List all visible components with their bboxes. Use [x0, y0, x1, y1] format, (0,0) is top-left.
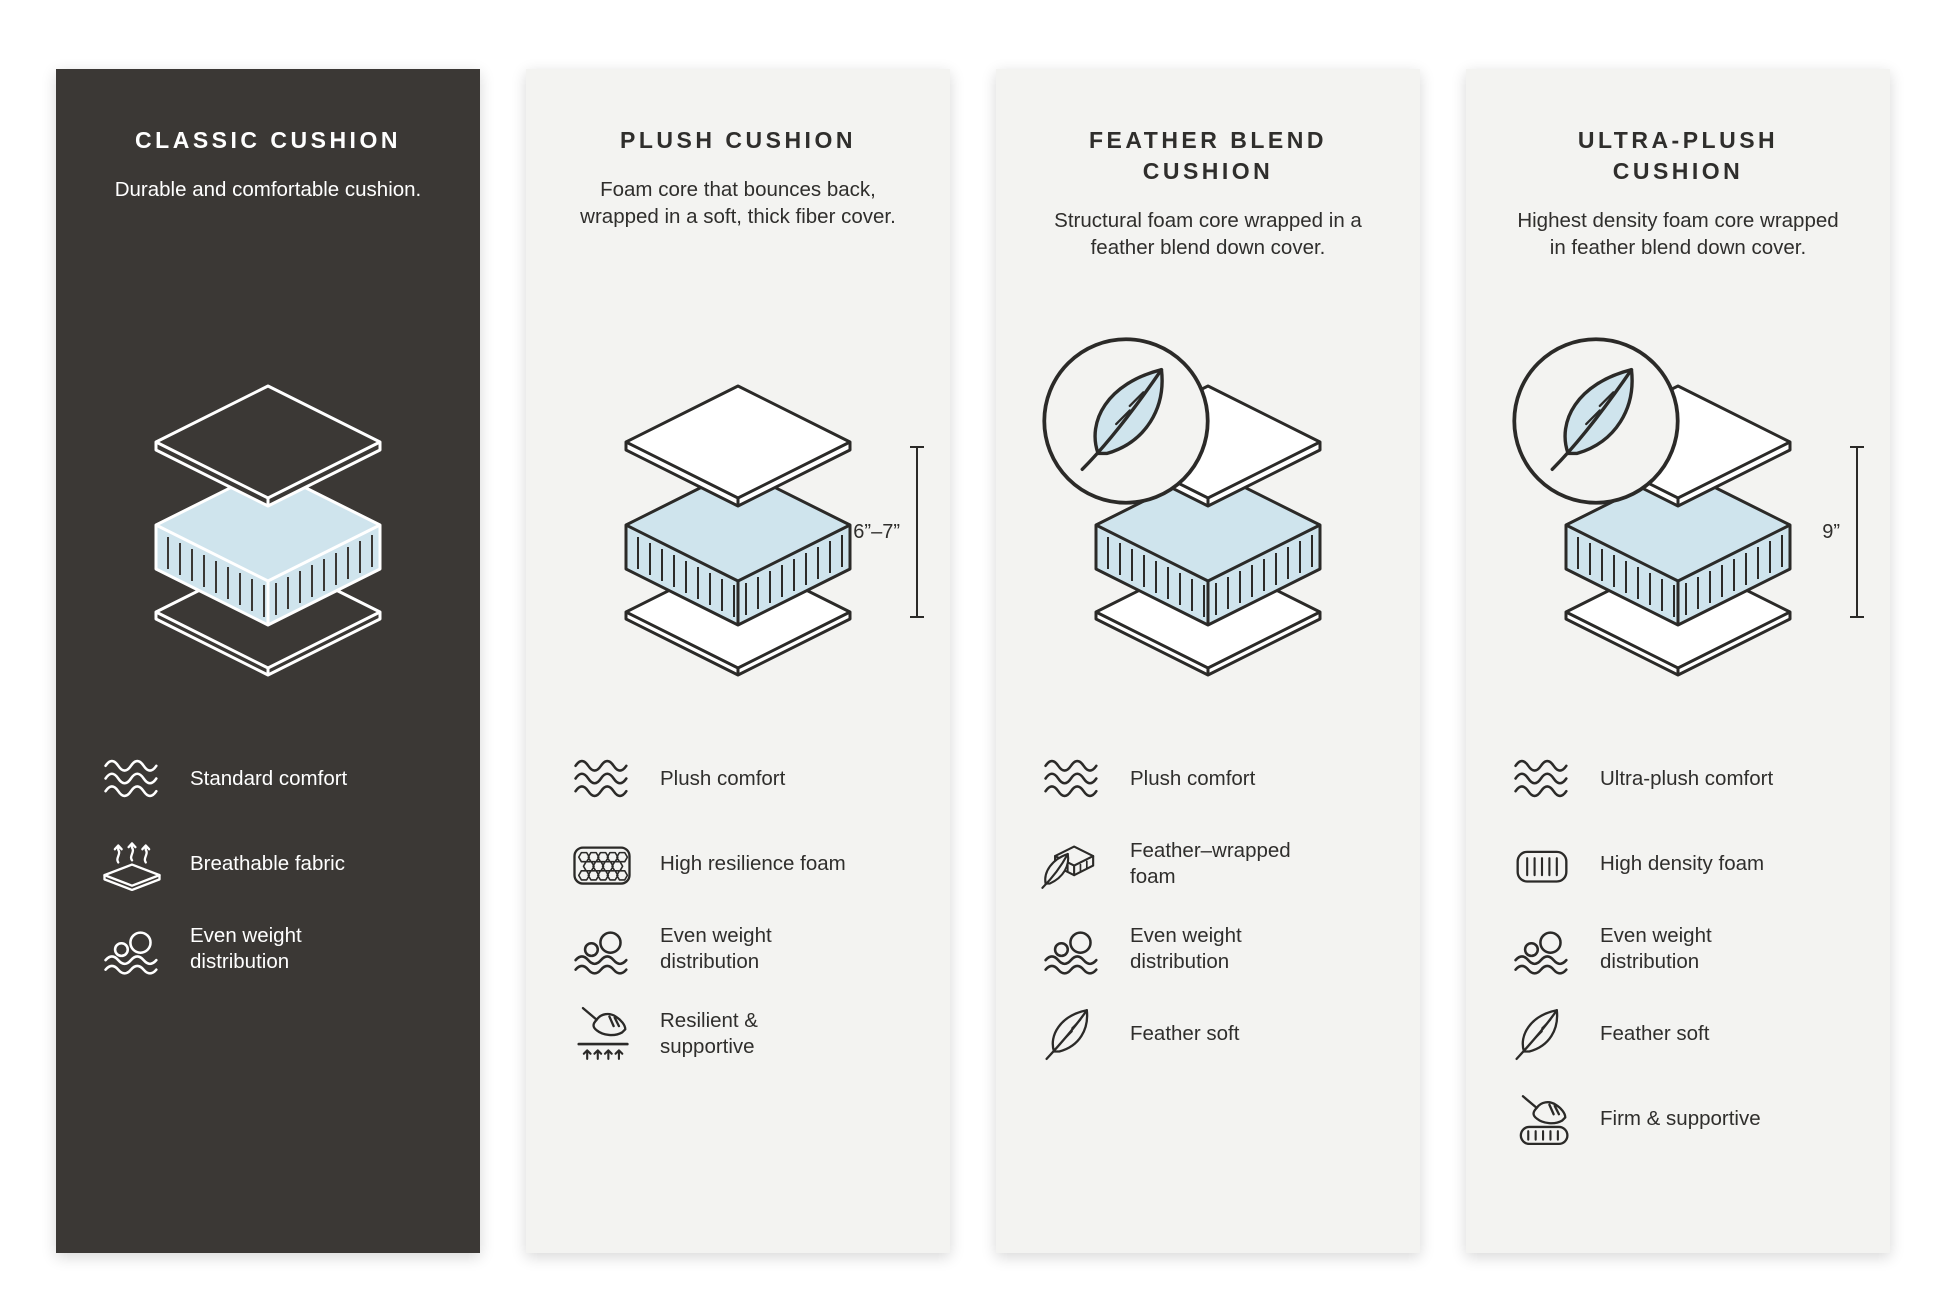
cushion-diagram	[1040, 337, 1376, 721]
panel-header: ULTRA-PLUSH CUSHION Highest density foam…	[1510, 125, 1846, 321]
measurement-label: 6”–7”	[853, 520, 900, 543]
panel-ultra-plush-cushion: ULTRA-PLUSH CUSHION Highest density foam…	[1466, 69, 1890, 1253]
firm-supportive-icon	[1510, 1091, 1574, 1146]
feature-label: Breathable fabric	[190, 851, 345, 875]
feature-label: Standard comfort	[190, 766, 348, 790]
feature-row: Firm & supportive	[1510, 1091, 1846, 1146]
even-weight-icon	[570, 921, 634, 976]
panel-plush-cushion: PLUSH CUSHION Foam core that bounces bac…	[526, 69, 950, 1253]
feature-label: Resilient & supportive	[660, 1008, 758, 1058]
measurement-indicator: 6”–7”	[853, 446, 924, 618]
even-weight-icon	[100, 921, 164, 976]
feature-label: Even weight distribution	[190, 923, 302, 973]
feature-label: Ultra-plush comfort	[1600, 766, 1774, 790]
cushion-diagram: 9”	[1510, 337, 1864, 721]
feature-label: High resilience foam	[660, 851, 846, 875]
feature-row: Breathable fabric	[100, 836, 436, 891]
panel-description: Foam core that bounces back, wrapped in …	[580, 178, 896, 229]
feature-row: Even weight distribution	[100, 921, 436, 976]
panel-classic-cushion: CLASSIC CUSHION Durable and comfortable …	[56, 69, 480, 1253]
feature-list: Ultra-plush comfort High density foam Ev…	[1510, 751, 1846, 1146]
panel-title: CLASSIC CUSHION	[135, 127, 401, 153]
feather-badge-icon	[1508, 333, 1684, 509]
feature-list: Standard comfort Breathable fabric Even …	[100, 751, 436, 976]
feature-label: Even weight distribution	[660, 923, 772, 973]
panel-header: FEATHER BLEND CUSHION Structural foam co…	[1040, 125, 1376, 321]
panel-title: PLUSH CUSHION	[620, 127, 856, 153]
waves-icon	[1040, 751, 1104, 806]
panel-description: Structural foam core wrapped in a feathe…	[1054, 209, 1362, 260]
feature-row: High density foam	[1510, 836, 1846, 891]
feature-label: Firm & supportive	[1600, 1106, 1761, 1130]
panel-title: FEATHER BLEND CUSHION	[1088, 127, 1327, 185]
feature-row: Even weight distribution	[1040, 921, 1376, 976]
waves-icon	[100, 751, 164, 806]
measurement-line	[910, 446, 924, 618]
feature-row: Feather soft	[1510, 1006, 1846, 1061]
breathable-fabric-icon	[100, 836, 164, 891]
feature-row: Plush comfort	[1040, 751, 1376, 806]
feature-row: Even weight distribution	[570, 921, 906, 976]
panel-title: ULTRA-PLUSH CUSHION	[1577, 127, 1779, 185]
feature-row: Resilient & supportive	[570, 1006, 906, 1061]
panel-description: Highest density foam core wrapped in fea…	[1517, 209, 1839, 260]
feature-list: Plush comfort High resilience foam Even …	[570, 751, 906, 1061]
waves-icon	[1510, 751, 1574, 806]
panel-header: CLASSIC CUSHION Durable and comfortable …	[100, 125, 436, 321]
feature-row: Ultra-plush comfort	[1510, 751, 1846, 806]
feature-row: Feather soft	[1040, 1006, 1376, 1061]
feature-label: Feather–wrapped foam	[1130, 838, 1291, 888]
feather-icon	[1510, 1006, 1574, 1061]
feature-row: Feather–wrapped foam	[1040, 836, 1376, 891]
feather-icon	[1040, 1006, 1104, 1061]
cushion-layers-illustration	[626, 386, 850, 675]
feather-badge-icon	[1038, 333, 1214, 509]
cushion-diagram	[100, 351, 436, 721]
cushion-diagram: 6”–7”	[570, 351, 924, 721]
cushion-layers-illustration	[156, 386, 380, 675]
resilient-supportive-icon	[570, 1006, 634, 1061]
feature-row: Plush comfort	[570, 751, 906, 806]
feature-row: Even weight distribution	[1510, 921, 1846, 976]
feature-label: Plush comfort	[1130, 766, 1256, 790]
feature-row: High resilience foam	[570, 836, 906, 891]
feature-label: Feather soft	[1130, 1021, 1240, 1045]
measurement-indicator: 9”	[1822, 446, 1864, 618]
feature-row: Standard comfort	[100, 751, 436, 806]
feature-label: High density foam	[1600, 851, 1765, 875]
feature-label: Feather soft	[1600, 1021, 1710, 1045]
high-density-foam-icon	[1510, 836, 1574, 891]
waves-icon	[570, 751, 634, 806]
panel-description: Durable and comfortable cushion.	[114, 178, 422, 202]
feature-label: Plush comfort	[660, 766, 786, 790]
feature-label: Even weight distribution	[1130, 923, 1242, 973]
even-weight-icon	[1040, 921, 1104, 976]
measurement-label: 9”	[1822, 520, 1840, 543]
measurement-line	[1850, 446, 1864, 618]
panel-header: PLUSH CUSHION Foam core that bounces bac…	[570, 125, 906, 321]
even-weight-icon	[1510, 921, 1574, 976]
panel-feather-blend-cushion: FEATHER BLEND CUSHION Structural foam co…	[996, 69, 1420, 1253]
feather-wrapped-foam-icon	[1040, 836, 1104, 891]
feature-label: Even weight distribution	[1600, 923, 1712, 973]
feature-list: Plush comfort Feather–wrapped foam Even …	[1040, 751, 1376, 1061]
honeycomb-foam-icon	[570, 836, 634, 891]
